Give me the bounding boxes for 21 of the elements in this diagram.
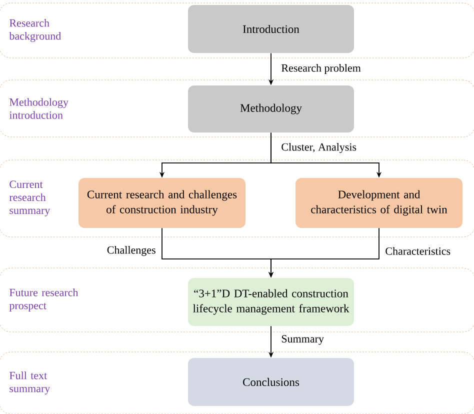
edge-label: Cluster, Analysis — [280, 142, 358, 154]
phase-band — [0, 352, 474, 414]
process-box: Development and characteristics of digital twin — [296, 178, 462, 228]
phase-label: Research background — [9, 19, 61, 42]
phase-band — [0, 160, 474, 238]
process-box: Conclusions — [188, 358, 354, 406]
phase-band — [0, 268, 474, 332]
process-box: Methodology — [188, 86, 354, 132]
phase-band — [0, 2, 474, 58]
phase-label: Full text summary — [10, 372, 50, 394]
phase-label: Future research prospect — [9, 288, 78, 312]
phase-band — [0, 80, 474, 138]
process-box: “3+1”D DT-enabled construction lifecycle management framework — [188, 278, 354, 326]
process-box: Current research and challenges of construction industry — [78, 178, 246, 228]
edge-label: Summary — [280, 334, 325, 346]
edge-label: Research problem — [280, 63, 362, 75]
phase-label: Methodology introduction — [9, 98, 68, 119]
phase-label: Current research summary — [9, 180, 50, 216]
edge-label: Characteristics — [384, 246, 452, 256]
edge-label: Challenges — [106, 244, 157, 257]
process-box: Introduction — [188, 5, 354, 53]
